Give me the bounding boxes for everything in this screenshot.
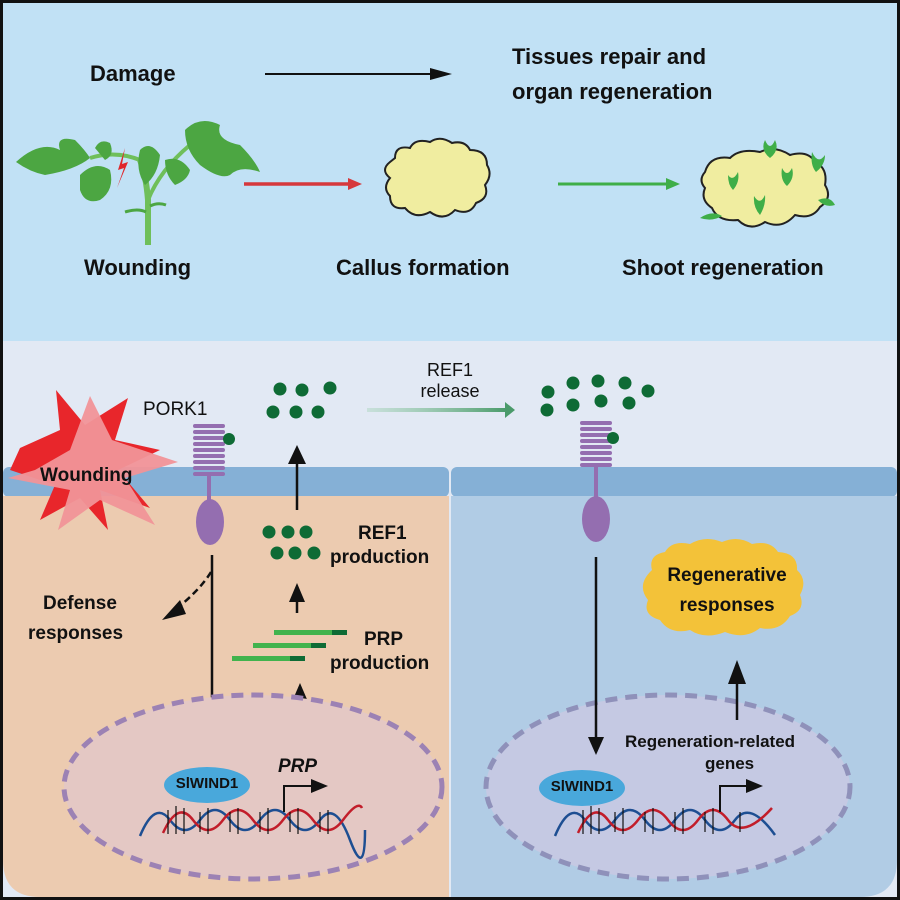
release-label-line2: release — [420, 381, 480, 401]
wound-starburst-icon — [8, 390, 178, 530]
prp-production-line1: PRP — [364, 629, 404, 650]
regeneration-genes-line2: genes — [705, 754, 755, 773]
outcome-label-line2: organ regeneration — [512, 79, 713, 104]
tss-arrow-right — [719, 785, 748, 812]
diffused-ref1-peptides-right — [540, 374, 655, 417]
regenerative-responses-cloud — [642, 538, 804, 636]
defense-line2: responses — [28, 623, 124, 644]
slwind1-label-left: SlWIND1 — [175, 775, 239, 792]
ref1-release-arrow — [367, 402, 515, 418]
stage-label-shoot: Shoot regeneration — [622, 255, 824, 280]
wound-label: Wounding — [40, 465, 133, 486]
callus-with-shoots-icon — [700, 140, 835, 228]
regeneration-output-arrow — [728, 660, 746, 720]
regenerative-line2: responses — [679, 595, 775, 616]
right-cell-membrane — [451, 467, 897, 497]
pork1-receptor-left — [193, 424, 235, 545]
slwind1-protein-right — [539, 770, 625, 806]
bound-ref1-peptide — [223, 433, 235, 445]
nucleus-right — [483, 692, 853, 882]
ref1-production-line1: REF1 — [358, 523, 407, 544]
signaling-arrow-right — [588, 557, 604, 755]
dna-right — [553, 779, 777, 837]
slwind1-label-right: SlWIND1 — [550, 778, 614, 795]
released-ref1-peptides-left — [266, 381, 337, 419]
wounding-to-callus-arrow — [244, 178, 362, 190]
ref1-production-line2: production — [330, 547, 430, 568]
callus-to-shoot-arrow — [558, 178, 680, 190]
tomato-plant-icon — [16, 121, 260, 245]
slwind1-protein-left — [164, 767, 250, 803]
processing-arrow — [289, 583, 305, 613]
regeneration-genes-line1: Regeneration-related — [625, 732, 796, 751]
damage-arrow — [265, 68, 452, 80]
outcome-label-line1: Tissues repair and — [512, 44, 707, 69]
lightning-wound-icon — [117, 148, 128, 188]
prp-gene-label: PRP — [278, 756, 318, 777]
callus-icon — [384, 137, 491, 218]
tss-arrow-left — [283, 785, 313, 812]
damage-label: Damage — [90, 61, 176, 86]
nucleus-left — [61, 692, 445, 882]
pork1-receptor-right — [580, 421, 619, 542]
stage-label-wounding: Wounding — [84, 255, 192, 280]
prp-precursor-bars — [232, 630, 347, 661]
prp-production-line2: production — [330, 653, 430, 674]
dna-left — [138, 779, 367, 860]
pork1-label: PORK1 — [143, 399, 208, 420]
defense-dashed-arrow — [162, 571, 213, 620]
stage-label-callus: Callus formation — [336, 255, 510, 280]
regenerative-line1: Regenerative — [667, 565, 787, 586]
bound-ref1-peptide — [607, 432, 619, 444]
defense-line1: Defense — [43, 593, 117, 614]
intracellular-ref1-peptides — [262, 525, 321, 560]
release-label-line1: REF1 — [426, 360, 473, 380]
secretion-arrow — [288, 445, 306, 510]
